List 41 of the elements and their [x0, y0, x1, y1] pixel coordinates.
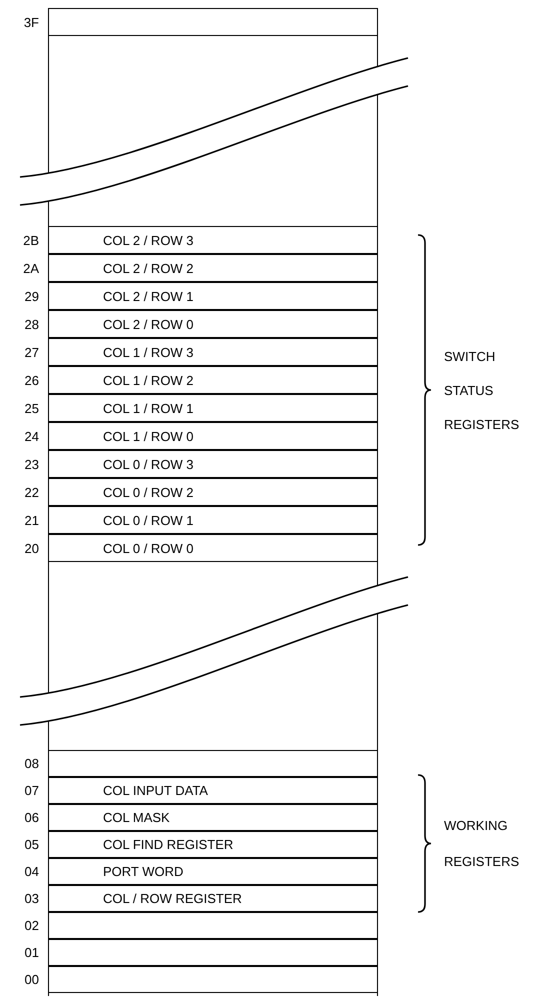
register-name: COL 0 / ROW 0 — [103, 542, 194, 554]
register-name: COL 1 / ROW 2 — [103, 374, 194, 386]
address-label: 08 — [24, 757, 39, 770]
address-label: 26 — [24, 374, 39, 386]
register-name: COL 0 / ROW 2 — [103, 486, 194, 498]
address-label: 20 — [24, 542, 39, 554]
address-label: 29 — [24, 290, 39, 302]
address-label: 00 — [24, 973, 39, 986]
address-label: 06 — [24, 811, 39, 824]
address-label: 2B — [23, 234, 39, 246]
register-name: COL 2 / ROW 3 — [103, 234, 194, 246]
register-name: COL 1 / ROW 3 — [103, 346, 194, 358]
register-name: COL 1 / ROW 0 — [103, 430, 194, 442]
register-name: COL 2 / ROW 2 — [103, 262, 194, 274]
register-name: COL 0 / ROW 3 — [103, 458, 194, 470]
address-label: 3F — [24, 16, 39, 28]
address-label: 24 — [24, 430, 39, 442]
register-name: COL 2 / ROW 1 — [103, 290, 194, 302]
register-name: COL 0 / ROW 1 — [103, 514, 194, 526]
address-label: 05 — [24, 838, 39, 851]
register-name: COL / ROW REGISTER — [103, 892, 242, 905]
register-name: COL MASK — [103, 811, 170, 824]
address-label: 07 — [24, 784, 39, 797]
address-label: 25 — [24, 402, 39, 414]
address-label: 21 — [24, 514, 39, 526]
group-label: WORKING REGISTERS — [444, 817, 520, 871]
group-label: SWITCH STATUS REGISTERS — [444, 348, 520, 434]
address-label: 23 — [24, 458, 39, 470]
address-label: 2A — [23, 262, 39, 274]
address-label: 01 — [24, 946, 39, 959]
address-label: 02 — [24, 919, 39, 932]
register-name: COL INPUT DATA — [103, 784, 208, 797]
register-name: PORT WORD — [103, 865, 184, 878]
address-label: 28 — [24, 318, 39, 330]
address-label: 04 — [24, 865, 39, 878]
register-name: COL 2 / ROW 0 — [103, 318, 194, 330]
address-label: 22 — [24, 486, 39, 498]
register-name: COL 1 / ROW 1 — [103, 402, 194, 414]
address-label: 03 — [24, 892, 39, 905]
address-label: 27 — [24, 346, 39, 358]
register-name: COL FIND REGISTER — [103, 838, 234, 851]
